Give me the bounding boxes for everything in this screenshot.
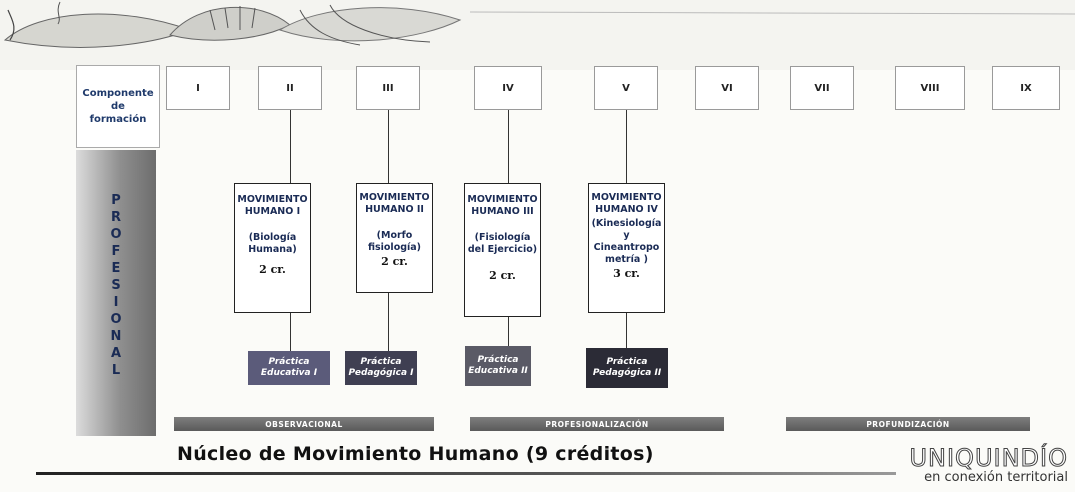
connector-line: [290, 313, 291, 351]
vertical-letter: N: [110, 329, 122, 344]
connector-line: [626, 110, 627, 183]
course-box-4: MOVIMIENTO HUMANO IV (Kinesiología y Cin…: [588, 183, 665, 313]
course-title: MOVIMIENTO HUMANO IV: [591, 192, 662, 215]
connector-line: [626, 313, 627, 348]
component-header: Componente de formación: [76, 65, 160, 148]
semester-header-9: IX: [992, 66, 1060, 110]
professional-band: [76, 150, 156, 436]
vertical-letter: O: [110, 312, 122, 327]
plant-illustration: [0, 0, 1075, 70]
course-title: MOVIMIENTO HUMANO III: [467, 194, 538, 217]
connector-line: [508, 317, 509, 346]
course-credits: 2 cr.: [381, 255, 408, 268]
semester-header-7: VII: [790, 66, 854, 110]
course-subtitle: (Fisiología del Ejercicio): [467, 232, 538, 255]
vertical-letter: S: [111, 278, 121, 293]
vertical-letter: P: [111, 193, 121, 208]
course-box-2: MOVIMIENTO HUMANO II (Morfo fisiología) …: [356, 183, 433, 293]
university-logo: UNIQUINDÍO en conexión territorial: [888, 445, 1068, 485]
phase-bar-observacional: OBSERVACIONAL: [174, 417, 434, 431]
page-title: Núcleo de Movimiento Humano (9 créditos): [177, 443, 654, 465]
semester-header-8: VIII: [895, 66, 965, 110]
phase-bar-profesionalizacion: PROFESIONALIZACIÓN: [470, 417, 724, 431]
connector-line: [290, 110, 291, 183]
practice-box-1: Práctica Educativa I: [248, 351, 330, 385]
course-title: MOVIMIENTO HUMANO I: [237, 194, 308, 217]
course-title: MOVIMIENTO HUMANO II: [359, 192, 430, 215]
semester-header-5: V: [594, 66, 658, 110]
course-credits: 2 cr.: [259, 263, 286, 276]
course-subtitle: (Kinesiología y Cineantropo metría ): [591, 218, 662, 265]
phase-bar-profundizacion: PROFUNDIZACIÓN: [786, 417, 1030, 431]
vertical-letter: I: [113, 295, 119, 310]
bottom-rule: [36, 472, 896, 475]
vertical-letter: F: [111, 244, 121, 259]
connector-line: [388, 110, 389, 183]
course-box-1: MOVIMIENTO HUMANO I (Biología Humana) 2 …: [234, 183, 311, 313]
logo-tagline: en conexión territorial: [924, 470, 1068, 485]
semester-header-3: III: [356, 66, 420, 110]
course-credits: 3 cr.: [613, 267, 640, 280]
practice-box-4: Práctica Pedagógica II: [586, 348, 668, 388]
course-subtitle: (Biología Humana): [248, 232, 297, 255]
connector-line: [508, 110, 509, 183]
vertical-letter: R: [110, 210, 121, 225]
course-subtitle: (Morfo fisiología): [367, 230, 422, 253]
semester-header-1: I: [166, 66, 230, 110]
course-box-3: MOVIMIENTO HUMANO III (Fisiología del Ej…: [464, 183, 541, 317]
semester-header-6: VI: [695, 66, 759, 110]
vertical-letter: L: [111, 363, 121, 378]
vertical-letter: O: [110, 227, 122, 242]
semester-header-4: IV: [474, 66, 542, 110]
semester-header-2: II: [258, 66, 322, 110]
connector-line: [388, 293, 389, 351]
practice-box-3: Práctica Educativa II: [465, 346, 531, 386]
vertical-letter: E: [111, 261, 121, 276]
course-credits: 2 cr.: [489, 269, 516, 282]
vertical-letter: A: [110, 346, 122, 361]
logo-name: UNIQUINDÍO: [909, 444, 1068, 472]
practice-box-2: Práctica Pedagógica I: [345, 351, 417, 385]
